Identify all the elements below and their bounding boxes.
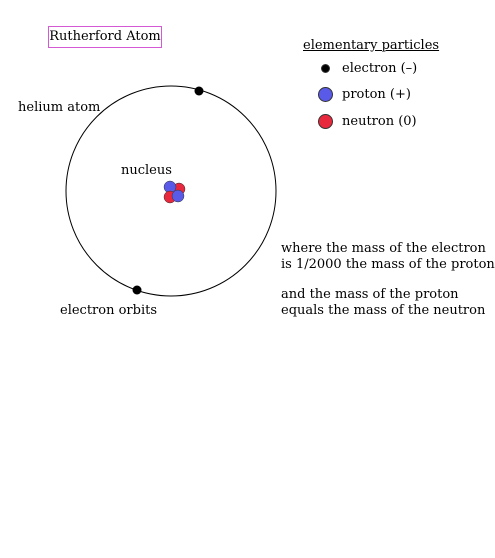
legend-label-electron: electron (–) — [342, 60, 418, 76]
electron-top — [194, 86, 204, 96]
legend-label-proton: proton (+) — [342, 86, 411, 102]
proton-particle — [171, 189, 185, 203]
proton-swatch — [318, 86, 333, 102]
legend-item-proton: proton (+) — [318, 85, 411, 103]
legend-title: elementary particles — [303, 38, 440, 53]
neutron-swatch — [318, 113, 333, 129]
legend-item-electron: electron (–) — [318, 59, 417, 77]
electron-bottom — [132, 285, 142, 295]
legend-label-neutron: neutron (0) — [342, 113, 417, 129]
nucleus — [163, 180, 186, 204]
diagram-title: Rutherford Atom — [48, 26, 162, 48]
nucleus-label: nucleus — [121, 163, 172, 178]
atom-diagram — [65, 85, 277, 297]
mass-note-line-2: is 1/2000 the mass of the proton — [281, 257, 495, 272]
mass-note-line-3: and the mass of the proton — [281, 287, 459, 302]
helium-atom-label: helium atom — [18, 100, 101, 115]
legend-item-neutron: neutron (0) — [318, 112, 417, 130]
electron-orbits-label: electron orbits — [60, 303, 158, 318]
electron-swatch — [321, 63, 330, 73]
mass-note-line-4: equals the mass of the neutron — [281, 303, 486, 318]
mass-note-line-1: where the mass of the electron — [281, 241, 486, 256]
electron-orbit — [65, 85, 277, 297]
